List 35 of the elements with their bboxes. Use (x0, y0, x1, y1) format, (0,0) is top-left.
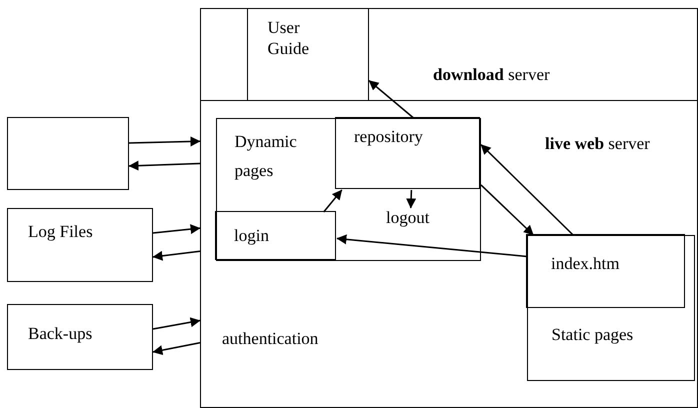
page-box (526, 234, 685, 308)
server-panel (200, 8, 698, 101)
arrow (152, 342, 200, 356)
box-label: User Guide (268, 16, 310, 59)
arrow (480, 184, 534, 236)
arrow (152, 224, 200, 234)
pages-group-box (216, 118, 480, 260)
box-label: Log Files (28, 221, 94, 242)
arrow (406, 190, 416, 208)
panel-title: download server (433, 64, 551, 86)
box-label: Dynamic pages (234, 130, 298, 182)
arrow (336, 234, 528, 258)
arrow (152, 317, 200, 330)
server-panel (200, 100, 698, 408)
document-box (246, 8, 368, 100)
arrow (152, 250, 200, 261)
box-label: Static pages (552, 324, 634, 345)
arrow (480, 144, 574, 236)
module-box (215, 211, 336, 260)
data-box (7, 304, 153, 370)
page-label: logout (386, 207, 456, 231)
data-box (7, 208, 153, 282)
arrow (128, 136, 200, 146)
box-label: index.htm (551, 253, 620, 274)
arrow (128, 160, 200, 171)
pages-group-box (526, 234, 694, 380)
box-label: login (234, 225, 270, 246)
box-label: Back-ups (28, 323, 94, 344)
database-box (7, 117, 129, 190)
panel-title: live web server (545, 133, 651, 154)
arrow (368, 80, 414, 119)
note-text: authentication (222, 329, 318, 349)
arrow (323, 190, 342, 212)
box-label: repository (354, 126, 424, 148)
module-box (335, 117, 480, 189)
